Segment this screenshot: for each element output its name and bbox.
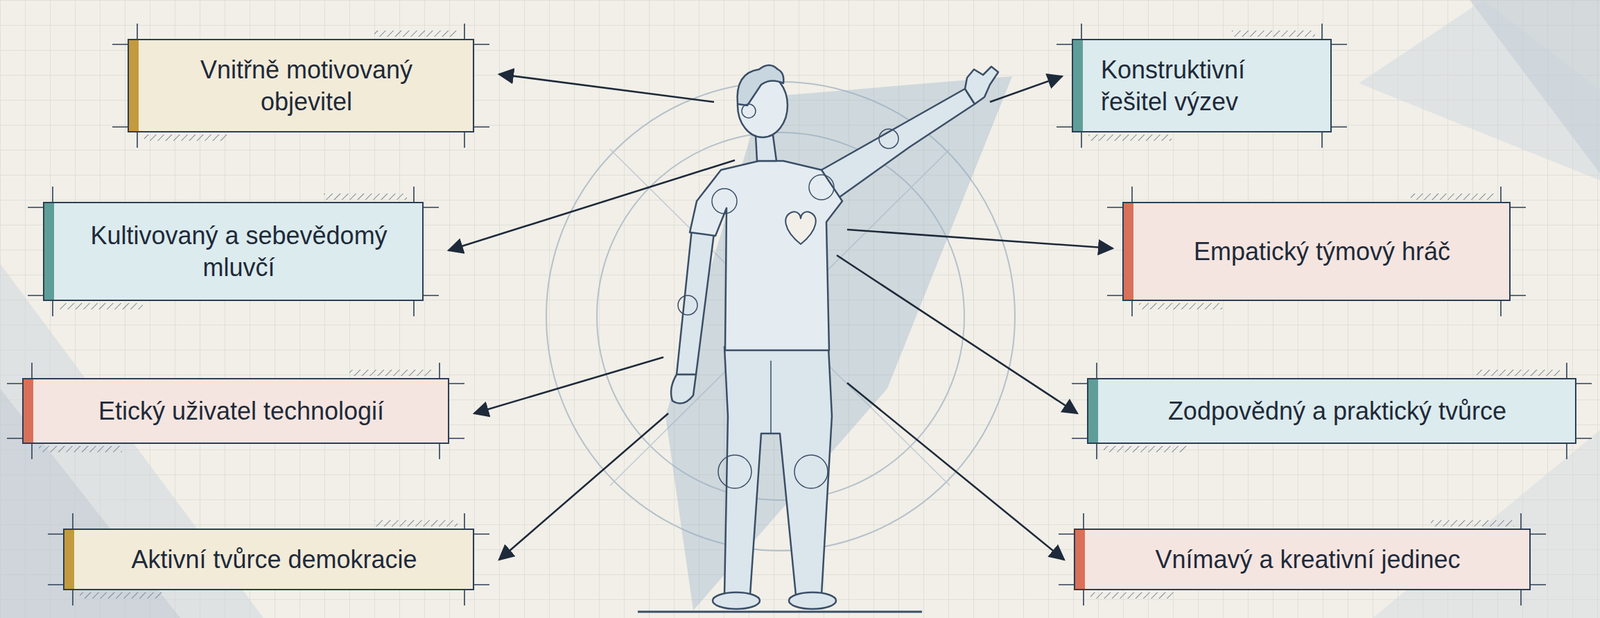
- dimension-lines: [1058, 512, 1546, 606]
- trait-box: Konstruktivní řešitel výzev: [1071, 38, 1332, 133]
- leader-arrow: [847, 229, 1113, 249]
- dimension-lines: [1107, 186, 1526, 317]
- leader-arrow: [847, 382, 1065, 560]
- hatch-strip: [1103, 445, 1187, 452]
- accent-bar: [1073, 40, 1083, 132]
- corner-shape: [1358, 0, 1600, 181]
- figure: [546, 65, 1015, 612]
- leader-arrow: [448, 160, 735, 251]
- trait-label: Etický uživatel technologií: [23, 388, 448, 434]
- hatch-strip: [349, 369, 433, 376]
- dimension-lines: [27, 186, 439, 317]
- hatch-strip: [1231, 30, 1316, 37]
- hatch-strip: [1410, 193, 1494, 200]
- accent-bar: [1088, 379, 1099, 443]
- trait-box: Vnímavý a kreativní jedinec: [1073, 528, 1531, 590]
- hatch-strip: [38, 445, 123, 452]
- trait-label: Aktivní tvůrce demokracie: [64, 536, 473, 583]
- hatch-strip: [59, 302, 143, 310]
- trait-label: Empatický týmový hráč: [1123, 228, 1510, 275]
- trait-box: Etický uživatel technologií: [22, 377, 450, 444]
- hatch-strip: [1088, 134, 1172, 141]
- trait-label: Kultivovaný a sebevědomý mluvčí: [44, 212, 423, 291]
- hatch-strip: [144, 134, 228, 141]
- trait-box: Aktivní tvůrce demokracie: [63, 528, 475, 590]
- dimension-lines: [112, 23, 490, 148]
- accent-bar: [1123, 203, 1134, 300]
- accent-bar: [128, 40, 139, 132]
- dimension-lines: [1056, 23, 1347, 148]
- trait-box: Kultivovaný a sebevědomý mluvčí: [42, 201, 424, 301]
- trait-box: Zodpovědný a praktický tvůrce: [1087, 377, 1577, 444]
- leader-arrow: [499, 74, 715, 102]
- dimension-lines: [1071, 362, 1592, 459]
- dimension-lines: [6, 362, 465, 459]
- leader-arrow: [474, 357, 664, 414]
- trait-label: Vnitřně motivovaný objevitel: [128, 47, 473, 125]
- trait-label: Vnímavý a kreativní jedinec: [1075, 536, 1530, 583]
- leader-arrow: [989, 76, 1063, 102]
- hatch-strip: [1430, 519, 1515, 527]
- hatch-strip: [79, 592, 163, 599]
- accent-bar: [1075, 529, 1085, 589]
- dimension-lines: [47, 512, 490, 606]
- hatch-strip: [1476, 369, 1560, 376]
- hatch-strip: [374, 519, 458, 527]
- trait-label: Konstruktivní řešitel výzev: [1073, 47, 1331, 125]
- trait-box: Vnitřně motivovaný objevitel: [127, 38, 475, 133]
- hatch-strip: [374, 30, 458, 37]
- trait-box: Empatický týmový hráč: [1122, 201, 1511, 301]
- accent-bar: [23, 379, 34, 443]
- leader-arrow: [499, 413, 669, 560]
- hatch-strip: [323, 193, 407, 200]
- accent-bar: [64, 529, 75, 589]
- hatch-strip: [1138, 302, 1223, 310]
- hatch-strip: [1090, 592, 1174, 599]
- accent-bar: [44, 203, 55, 300]
- leader-arrow: [836, 255, 1078, 414]
- trait-label: Zodpovědný a praktický tvůrce: [1088, 388, 1576, 434]
